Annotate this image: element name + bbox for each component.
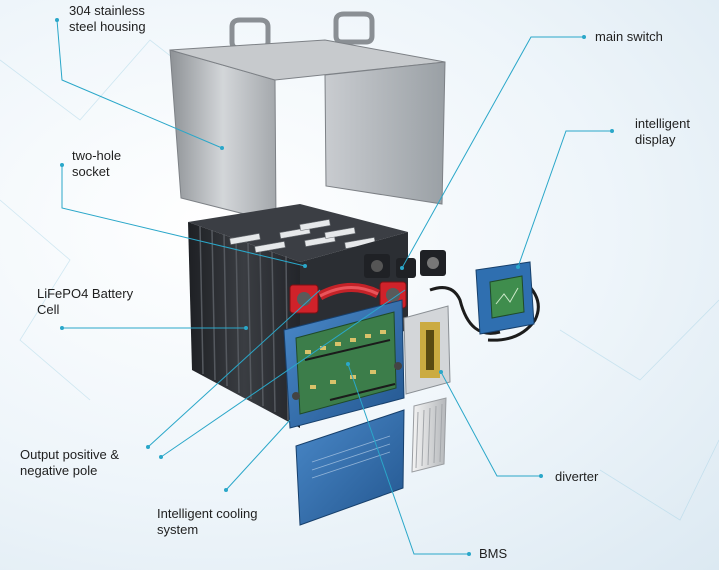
label-main-switch: main switch xyxy=(595,29,663,44)
label-two-hole-socket: two-hole socket xyxy=(72,148,122,179)
leader-display xyxy=(517,130,612,268)
leader-pole-a xyxy=(147,289,321,448)
leader-socket xyxy=(61,165,306,267)
intelligent-display-module xyxy=(429,261,540,342)
diverter-module xyxy=(403,305,451,395)
bms-board xyxy=(283,299,405,429)
label-intelligent-display: intelligent display xyxy=(635,116,690,147)
leader-lines xyxy=(56,19,612,555)
cooling-cover-panel xyxy=(295,409,405,526)
leader-switch xyxy=(401,36,584,269)
front-panel-sockets xyxy=(364,250,446,278)
label-battery-cell: LiFePO4 Battery Cell xyxy=(37,286,134,317)
label-output-pole: Output positive & negative pole xyxy=(20,447,119,478)
heatsink-fin xyxy=(411,397,447,473)
label-bms: BMS xyxy=(479,546,508,561)
label-diverter: diverter xyxy=(555,469,599,484)
label-cooling-system: Intelligent cooling system xyxy=(157,506,258,537)
leader-pole-b xyxy=(160,289,406,458)
steel-housing xyxy=(169,11,446,223)
leader-dots xyxy=(55,18,614,556)
leader-housing xyxy=(56,19,223,149)
leader-bms xyxy=(347,363,469,555)
leader-cooling xyxy=(225,419,291,491)
leader-diverter xyxy=(440,371,541,477)
label-housing: 304 stainless steel housing xyxy=(69,3,146,34)
